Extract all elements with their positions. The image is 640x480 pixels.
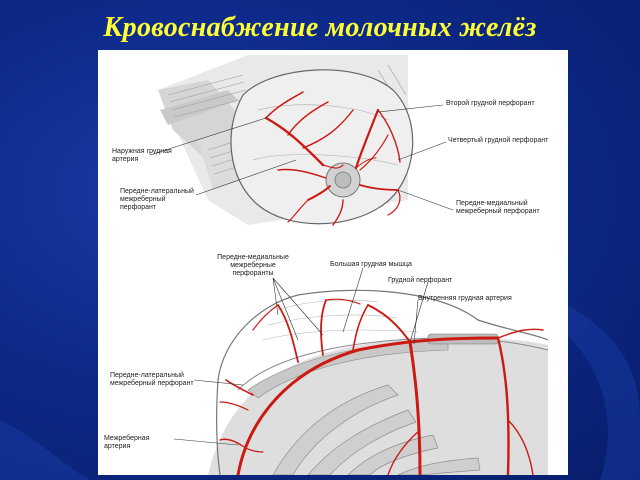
label-internal-thoracic-artery: Внутренняя грудная артерия xyxy=(418,295,512,302)
label-anterolateral-perforator-bottom: Передне-латеральный межреберный перфоран… xyxy=(110,372,194,387)
label-anteromedial-perforators: Передне-медиальные межреберные перфорант… xyxy=(217,254,289,277)
label-second-perforator: Второй грудной перфорант xyxy=(446,100,535,107)
breast-front-view xyxy=(98,50,568,245)
label-external-thoracic-artery: Наружная грудная артерия xyxy=(112,148,172,163)
slide-title: Кровоснабжение молочных желёз xyxy=(103,12,537,43)
label-fourth-perforator: Четвертый грудной перфорант xyxy=(448,137,549,144)
label-intercostal-artery: Межреберная артерия xyxy=(104,435,150,450)
chest-cross-section xyxy=(173,267,549,475)
anatomy-illustration xyxy=(98,50,568,475)
label-anterolateral-perforator-top: Передне-латеральный межреберный перфоран… xyxy=(120,188,194,211)
label-anteromedial-perforator-top: Передне-медиальный межреберный перфорант xyxy=(456,200,540,215)
label-pectoralis-major: Большая грудная мышца xyxy=(330,261,412,268)
anatomy-figure: Наружная грудная артерия Передне-латерал… xyxy=(98,50,568,475)
label-pectoral-perforator: Грудной перфорант xyxy=(388,277,453,284)
